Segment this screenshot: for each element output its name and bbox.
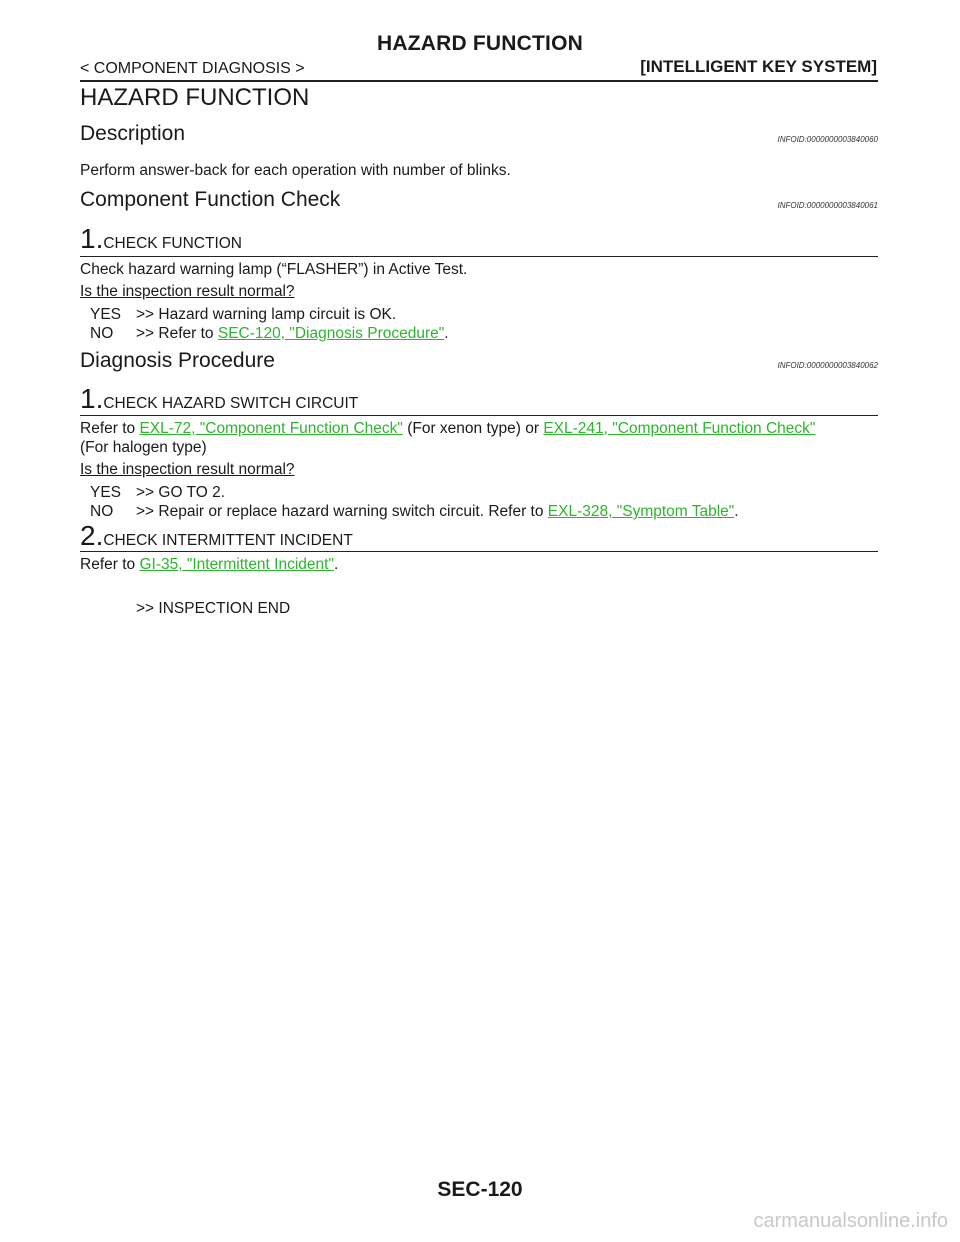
page-number: SEC-120 [437,1178,523,1201]
no-label: NO [90,325,114,342]
refer-line-2: (For halogen type) [80,439,207,456]
refer-mid: (For xenon type) or [402,420,544,437]
yes-response: YES >> Hazard warning lamp circuit is OK. [90,306,396,324]
component-check-infoid: INFOID:0000000003840061 [777,201,878,210]
step-divider [80,415,878,416]
system-label: [INTELLIGENT KEY SYSTEM] [640,57,877,76]
link-exl-328[interactable]: EXL-328, "Symptom Table" [547,503,735,520]
no-label: NO [90,503,114,520]
step-title: CHECK INTERMITTENT INCIDENT [103,532,353,549]
step-title: CHECK HAZARD SWITCH CIRCUIT [103,395,359,412]
link-exl-72[interactable]: EXL-72, "Component Function Check" [139,420,403,437]
link-exl-241[interactable]: EXL-241, "Component Function Check" [543,420,816,437]
yes-text: >> Hazard warning lamp circuit is OK. [136,306,397,323]
breadcrumb: < COMPONENT DIAGNOSIS > [80,60,305,77]
yes-label: YES [90,484,122,501]
yes-response: YES >> GO TO 2. [90,484,225,502]
description-infoid: INFOID:0000000003840060 [777,135,878,144]
no-tail: . [444,325,449,342]
header-divider [80,80,878,82]
description-heading: Description [80,122,186,145]
step-number: 1. [80,223,104,254]
no-text: >> Repair or replace hazard warning swit… [136,503,548,520]
no-response: NO >> Repair or replace hazard warning sw… [90,503,739,521]
diagnosis-infoid: INFOID:0000000003840062 [777,361,878,370]
yes-label: YES [90,306,122,323]
no-text: >> Refer to [136,325,218,342]
main-title: HAZARD FUNCTION [80,84,310,111]
component-check-heading: Component Function Check [80,188,341,211]
step-number: 1. [80,383,104,414]
page-title: HAZARD FUNCTION [377,32,583,55]
diagnosis-heading: Diagnosis Procedure [80,349,275,372]
link-sec-120-diagnosis[interactable]: SEC-120, "Diagnosis Procedure" [217,325,445,342]
step-check-intermittent: 2.CHECK INTERMITTENT INCIDENT [80,522,353,550]
step2-prefix: Refer to [80,556,140,573]
no-response: NO >> Refer to SEC-120, "Diagnosis Proced… [90,325,449,343]
check-body: Check hazard warning lamp (“FLASHER”) in… [80,261,468,278]
step-check-hazard-switch: 1.CHECK HAZARD SWITCH CIRCUIT [80,385,358,413]
step-title: CHECK FUNCTION [103,235,242,252]
inspection-question: Is the inspection result normal? [80,461,295,478]
step-number: 2. [80,520,104,551]
refer-prefix: Refer to [80,420,140,437]
watermark: carmanualsonline.info [753,1210,948,1232]
inspection-question: Is the inspection result normal? [80,283,295,300]
inspection-end: >> INSPECTION END [136,600,291,617]
no-tail: . [734,503,739,520]
refer-line: Refer to EXL-72, "Component Function Che… [80,420,815,438]
step2-tail: . [333,556,339,573]
yes-text: >> GO TO 2. [136,484,226,501]
step-check-function: 1.CHECK FUNCTION [80,225,242,253]
description-text: Perform answer-back for each operation w… [80,162,511,179]
step2-refer: Refer to GI-35, "Intermittent Incident". [80,556,338,574]
link-gi-35[interactable]: GI-35, "Intermittent Incident" [139,556,334,573]
step-divider [80,551,878,552]
step-divider [80,256,878,257]
